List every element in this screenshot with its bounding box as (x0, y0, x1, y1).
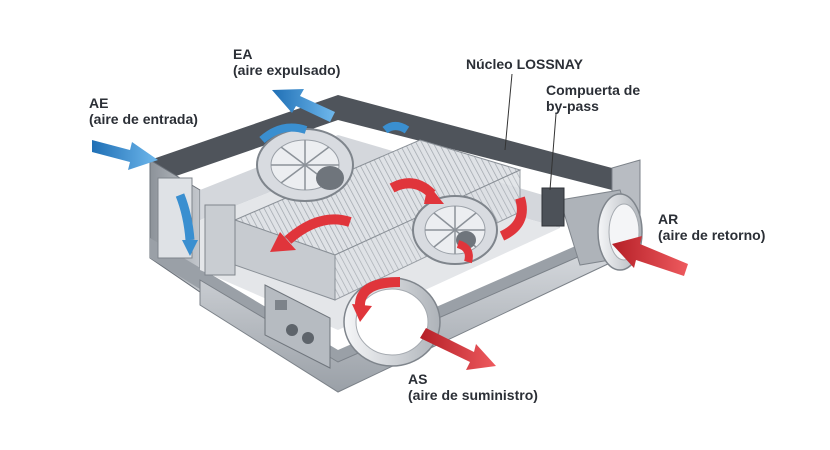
bypass-damper (541, 187, 565, 227)
as-code: AS (408, 371, 428, 387)
red-airflow-arrow-icon (424, 184, 444, 204)
ae-description: (aire de entrada) (89, 111, 198, 127)
ar-description: (aire de retorno) (658, 227, 766, 243)
ae-intake-arrow-icon (92, 140, 158, 170)
red-airflow-arrow-icon (352, 304, 372, 322)
bypass-label-line2: by-pass (546, 98, 599, 114)
blue-airflow-arrow-icon (382, 122, 410, 134)
red-airflow-arrow-icon (284, 214, 352, 244)
red-airflow-arrow-icon (270, 232, 296, 252)
blue-airflow-arrow-icon (259, 123, 308, 144)
back-wall (150, 95, 612, 190)
ea-code: EA (233, 46, 253, 62)
lossnay-core-label: Núcleo LOSSNAY (466, 56, 583, 72)
bypass-damper-label: Compuerta de by-pass (546, 82, 640, 114)
as-description: (aire de suministro) (408, 387, 538, 403)
blue-airflow-arrow-icon (175, 193, 195, 241)
bypass-label-line1: Compuerta de (546, 82, 641, 98)
inlet-panel (157, 177, 236, 276)
blue-airflow-arrow-icon (182, 240, 198, 256)
ea-label: EA (aire expulsado) (233, 46, 340, 78)
bypass-leader-line (549, 113, 557, 191)
ar-return-arrow-icon (612, 236, 688, 276)
red-airflow-arrow-icon (354, 277, 401, 309)
ae-code: AE (89, 95, 109, 111)
ar-code: AR (658, 211, 679, 227)
red-airflow-arrow-icon (499, 196, 527, 241)
as-label: AS (aire de suministro) (408, 371, 538, 403)
supply-fan-icon (412, 195, 498, 265)
supply-duct (343, 277, 441, 367)
as-supply-arrow-icon (420, 328, 496, 370)
ar-label: AR (aire de retorno) (658, 211, 765, 243)
control-box (264, 284, 331, 369)
red-airflow-arrow-icon (456, 240, 473, 264)
ae-label: AE (aire de entrada) (89, 95, 198, 127)
ea-exhaust-arrow-icon (272, 89, 335, 122)
core-leader-line (504, 73, 513, 151)
ea-description: (aire expulsado) (233, 62, 341, 78)
exhaust-fan-icon (256, 128, 354, 202)
